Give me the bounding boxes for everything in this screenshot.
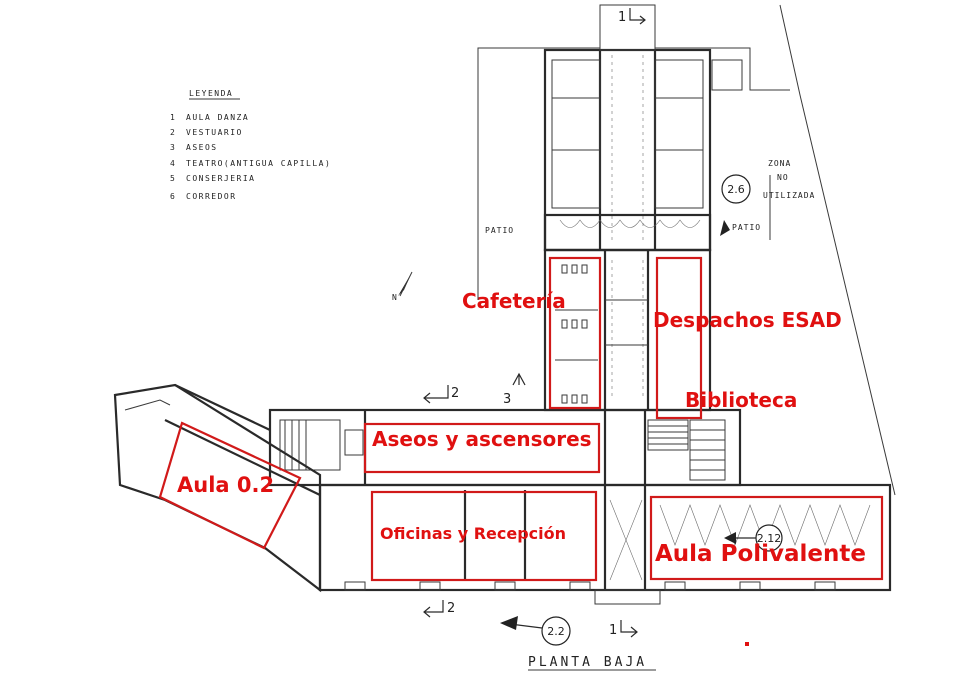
biblioteca-label: Biblioteca xyxy=(685,388,797,412)
section-marker-bottom-left-icon: 2 xyxy=(423,600,455,618)
legend: LEYENDA 1 AULA DANZA 2 VESTUARIO 3 ASEOS… xyxy=(170,89,331,201)
section-marker-left: 2 xyxy=(451,386,459,401)
section-marker-three-icon: 3 xyxy=(503,372,526,407)
section-marker-top: 1 xyxy=(618,10,626,25)
legend-num-3: 3 xyxy=(170,143,176,152)
north-label: N xyxy=(392,293,398,302)
section-marker-bottom-icon: 1 xyxy=(609,620,638,638)
tag-2-2-label: 2.2 xyxy=(547,625,565,638)
legend-text-6: CORREDOR xyxy=(186,192,237,201)
legend-num-1: 1 xyxy=(170,113,176,122)
legend-num-2: 2 xyxy=(170,128,176,137)
section-marker-bottom: 1 xyxy=(609,623,617,638)
tag-2-12-label: 2.12 xyxy=(757,532,782,545)
aseos-label: Aseos y ascensores xyxy=(372,427,592,451)
oficinas-label: Oficinas y Recepción xyxy=(380,524,566,543)
zona-label-2: NO xyxy=(777,173,789,182)
aseos-box[interactable] xyxy=(363,422,601,474)
tag-2-6: 2.6 xyxy=(720,174,751,236)
tag-2-6-label: 2.6 xyxy=(727,183,745,196)
section-marker-left-icon: 2 xyxy=(423,385,459,404)
oficinas-box[interactable] xyxy=(370,490,598,582)
legend-text-4: TEATRO(ANTIGUA CAPILLA) xyxy=(186,159,331,168)
highlight-overlays: Cafetería Despachos ESAD Biblioteca Aseo… xyxy=(158,256,884,646)
legend-num-6: 6 xyxy=(170,192,176,201)
legend-text-1: AULA DANZA xyxy=(186,113,249,122)
zona-label-3: UTILIZADA xyxy=(763,191,815,200)
red-dot xyxy=(745,642,749,646)
aula02-label: Aula 0.2 xyxy=(177,473,274,497)
despachos-box[interactable] xyxy=(655,256,703,420)
zona-label-1: ZONA xyxy=(768,159,791,168)
legend-num-5: 5 xyxy=(170,174,176,183)
legend-text-2: VESTUARIO xyxy=(186,128,243,137)
legend-text-5: CONSERJERIA xyxy=(186,174,255,183)
tag-2-2: 2.2 xyxy=(500,616,571,646)
polivalente-label: Aula Polivalente xyxy=(655,541,866,567)
plan-title: PLANTA BAJA xyxy=(528,655,647,670)
cafeteria-label: Cafetería xyxy=(462,289,566,313)
despachos-label: Despachos ESAD xyxy=(653,308,842,332)
tag-2-12: 2.12 xyxy=(724,524,783,552)
legend-num-4: 4 xyxy=(170,159,176,168)
polivalente-box[interactable] xyxy=(649,495,884,581)
aula02-box[interactable] xyxy=(158,421,302,550)
plan-annotations: PATIO PATIO ZONA NO UTILIZADA N 1 2 3 2 xyxy=(392,8,815,671)
north-arrow-icon xyxy=(398,271,413,297)
cafeteria-box[interactable] xyxy=(548,256,602,410)
legend-text-3: ASEOS xyxy=(186,143,218,152)
patio-right-label: PATIO xyxy=(732,223,761,232)
building-walls xyxy=(113,4,896,605)
patio-left-label: PATIO xyxy=(485,226,514,235)
section-marker-bottom-left: 2 xyxy=(447,601,455,616)
legend-title: LEYENDA xyxy=(189,89,233,98)
section-marker-top-icon: 1 xyxy=(618,8,646,25)
section-marker-three: 3 xyxy=(503,392,511,407)
